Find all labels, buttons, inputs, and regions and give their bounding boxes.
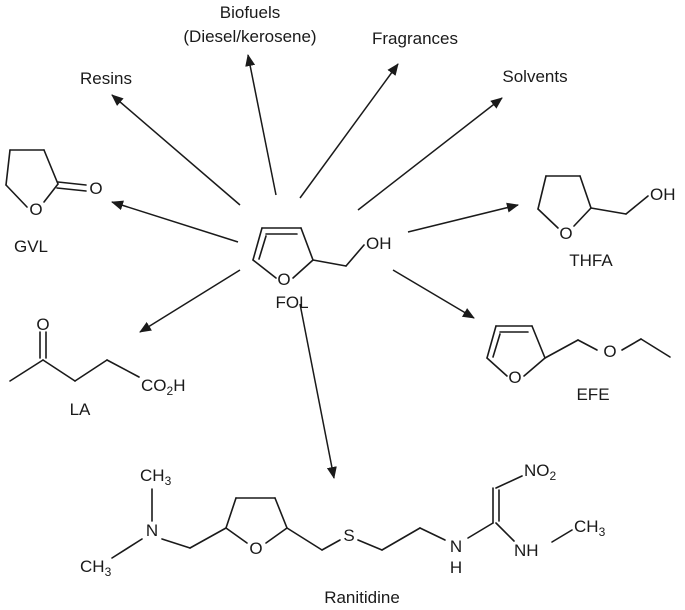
- efe-ring-oxygen: O: [508, 368, 521, 387]
- ranitidine-amide-nitrogen: N: [450, 537, 462, 556]
- arrow-to-resins: [111, 94, 241, 206]
- thfa-hydroxyl: OH: [650, 185, 676, 204]
- ranitidine-ring-oxygen: O: [249, 539, 262, 558]
- ranitidine-methylamino-ch3: CH3: [574, 517, 606, 539]
- label-ranitidine: Ranitidine: [324, 588, 400, 607]
- label-efe: EFE: [576, 385, 609, 404]
- thfa-ring-oxygen: O: [559, 224, 572, 243]
- ranitidine-amide-hydrogen: H: [450, 558, 462, 577]
- arrow-to-la: [139, 269, 241, 333]
- arrow-to-thfa: [407, 202, 519, 233]
- la-carboxyl-group: CO2H: [141, 376, 185, 398]
- la-carbonyl-oxygen: O: [36, 315, 49, 334]
- label-thfa: THFA: [569, 251, 613, 270]
- structure-gvl: O O: [5, 149, 103, 219]
- arrow-to-efe: [392, 269, 475, 319]
- label-solvents: Solvents: [502, 67, 567, 86]
- gvl-ring-oxygen: O: [29, 200, 42, 219]
- structure-efe: O O: [486, 325, 671, 387]
- label-fragrances: Fragrances: [372, 29, 458, 48]
- arrow-to-fragrances: [299, 63, 399, 199]
- label-la: LA: [70, 400, 91, 419]
- arrow-to-ranitidine: [299, 303, 337, 479]
- label-gvl: GVL: [14, 237, 48, 256]
- label-fol: FOL: [275, 293, 308, 312]
- arrow-to-solvents: [357, 97, 503, 211]
- label-biofuels-detail: (Diesel/kerosene): [183, 27, 316, 46]
- fol-hydroxyl: OH: [366, 234, 392, 253]
- efe-ether-oxygen: O: [603, 342, 616, 361]
- fol-ring-oxygen: O: [277, 270, 290, 289]
- structure-fol: O OH: [252, 227, 392, 289]
- structure-la: O CO2H: [9, 315, 185, 398]
- structure-thfa: O OH: [537, 175, 676, 243]
- ranitidine-amine-nitrogen: N: [146, 521, 158, 540]
- structure-ranitidine: CH3 N CH3 O S N H NO2 NH CH3: [80, 461, 606, 579]
- ranitidine-sulfur: S: [343, 526, 354, 545]
- gvl-carbonyl-oxygen: O: [89, 179, 102, 198]
- ranitidine-methyl-top: CH3: [140, 466, 172, 488]
- arrow-to-biofuels: [245, 54, 277, 196]
- ranitidine-nitro-group: NO2: [524, 461, 557, 483]
- ranitidine-methyl-bottom: CH3: [80, 557, 112, 579]
- label-biofuels: Biofuels: [220, 3, 280, 22]
- ranitidine-methylamino-nh: NH: [514, 541, 539, 560]
- arrow-to-gvl: [111, 200, 239, 243]
- label-resins: Resins: [80, 69, 132, 88]
